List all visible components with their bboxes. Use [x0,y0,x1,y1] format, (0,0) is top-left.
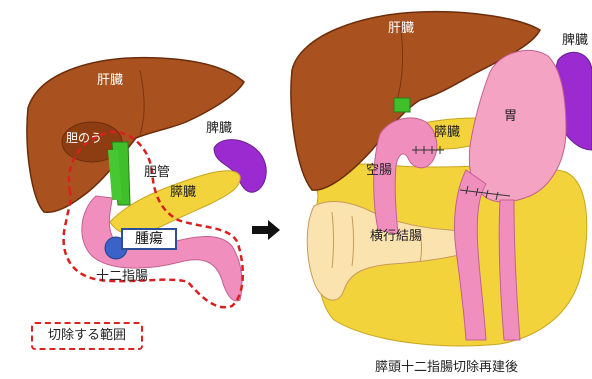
legend-resection-range: 切除する範囲 [31,322,143,350]
label-liver-right: 肝臓 [388,22,414,35]
bile-duct-stub [394,98,410,112]
label-gallbladder: 胆のう [66,132,102,144]
label-spleen-left: 脾臓 [206,122,232,135]
label-jejunum: 空腸 [366,164,392,177]
label-tumor: 腫瘍 [121,228,177,250]
label-duodenum: 十二指腸 [96,270,148,283]
label-bile-duct: 胆管 [144,166,170,179]
arrow-icon [252,220,280,240]
label-pancreas-left: 膵臓 [170,186,196,199]
label-pancreas-right: 膵臓 [434,126,460,139]
label-stomach: 胃 [504,110,517,123]
label-liver-left: 肝臓 [97,74,123,87]
label-spleen-right: 脾臓 [562,34,588,47]
label-transverse-colon: 横行結腸 [370,230,422,243]
figure-caption: 膵頭十二指腸切除再建後 [375,356,518,375]
